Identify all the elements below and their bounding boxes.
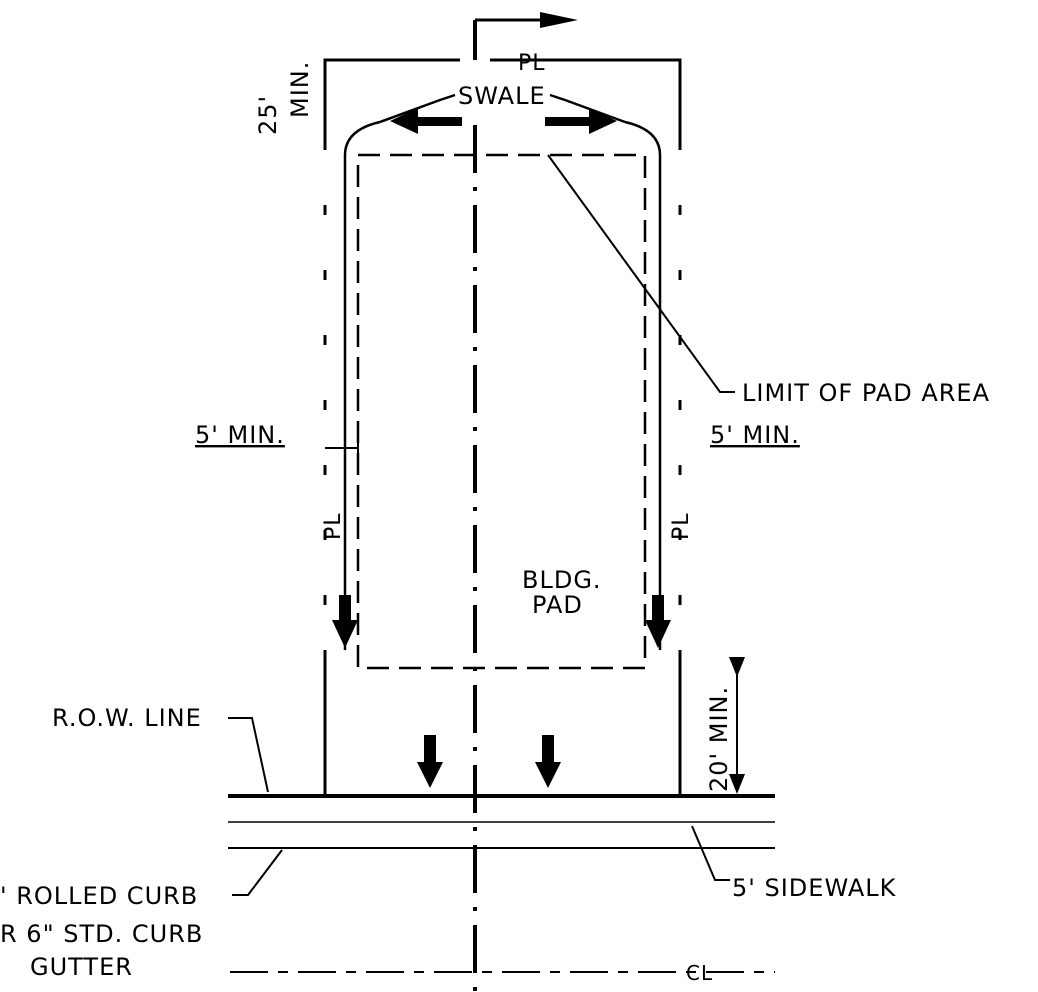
row-line-label: R.O.W. LINE [52, 704, 202, 732]
drainage-arrows-side [332, 595, 671, 648]
curb-leader [232, 849, 283, 896]
swale-arrows [390, 108, 617, 134]
right-of-way-lines [228, 794, 775, 849]
swale-line [343, 93, 662, 650]
dimension-5-min-right: 5' MIN. [710, 421, 800, 449]
street-centerline-label: CL [686, 961, 713, 985]
property-line-outline [323, 58, 682, 795]
limit-of-pad-area-label: LIMIT OF PAD AREA [742, 379, 990, 407]
row-line-leader [228, 717, 269, 793]
flow-direction-arrow [473, 12, 578, 60]
pad-label: PAD [532, 591, 583, 619]
property-line-dashes [322, 150, 683, 650]
curb-label-line3: GUTTER [30, 953, 133, 981]
dimension-25-unit: MIN. [286, 61, 314, 118]
property-line-label-right: PL [669, 512, 694, 540]
building-pad-outline [356, 153, 647, 670]
swale-label: SWALE [458, 82, 546, 110]
dimension-5-min-tick [325, 440, 359, 456]
bldg-label: BLDG. [522, 566, 602, 594]
property-line-label-top: PL [518, 51, 546, 76]
dimension-5-min-left: 5' MIN. [195, 421, 285, 449]
curb-label-line2: R 6" STD. CURB [0, 920, 203, 948]
dimension-20-min-label: 20' MIN. [705, 686, 733, 792]
dimension-25-label: 25' [254, 95, 282, 135]
pad-area-leader [547, 154, 735, 393]
sidewalk-leader [691, 825, 730, 881]
drainage-arrows-front [417, 735, 561, 788]
curb-label-line1: ' ROLLED CURB [0, 882, 198, 910]
sidewalk-label: 5' SIDEWALK [732, 874, 897, 902]
property-line-label-left: PL [321, 512, 346, 540]
